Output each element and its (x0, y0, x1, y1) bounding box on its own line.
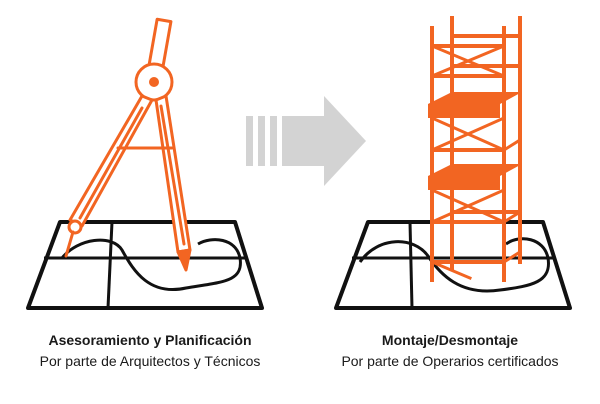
left-title: Asesoramiento y Planificación (48, 332, 252, 348)
scaffold-platforms (428, 92, 522, 190)
right-caption: Montaje/Desmontaje Por parte de Operario… (300, 330, 600, 372)
left-plan-sheet (26, 220, 264, 310)
right-title: Montaje/Desmontaje (381, 332, 519, 348)
compass-icon (64, 17, 192, 272)
right-arrow-icon (246, 96, 366, 186)
scaffold-tower-icon (430, 16, 523, 282)
left-subtitle: Por parte de Arquitectos y Técnicos (39, 353, 261, 369)
left-caption: Asesoramiento y Planificación Por parte … (0, 330, 300, 372)
right-subtitle: Por parte de Operarios certificados (341, 353, 559, 369)
